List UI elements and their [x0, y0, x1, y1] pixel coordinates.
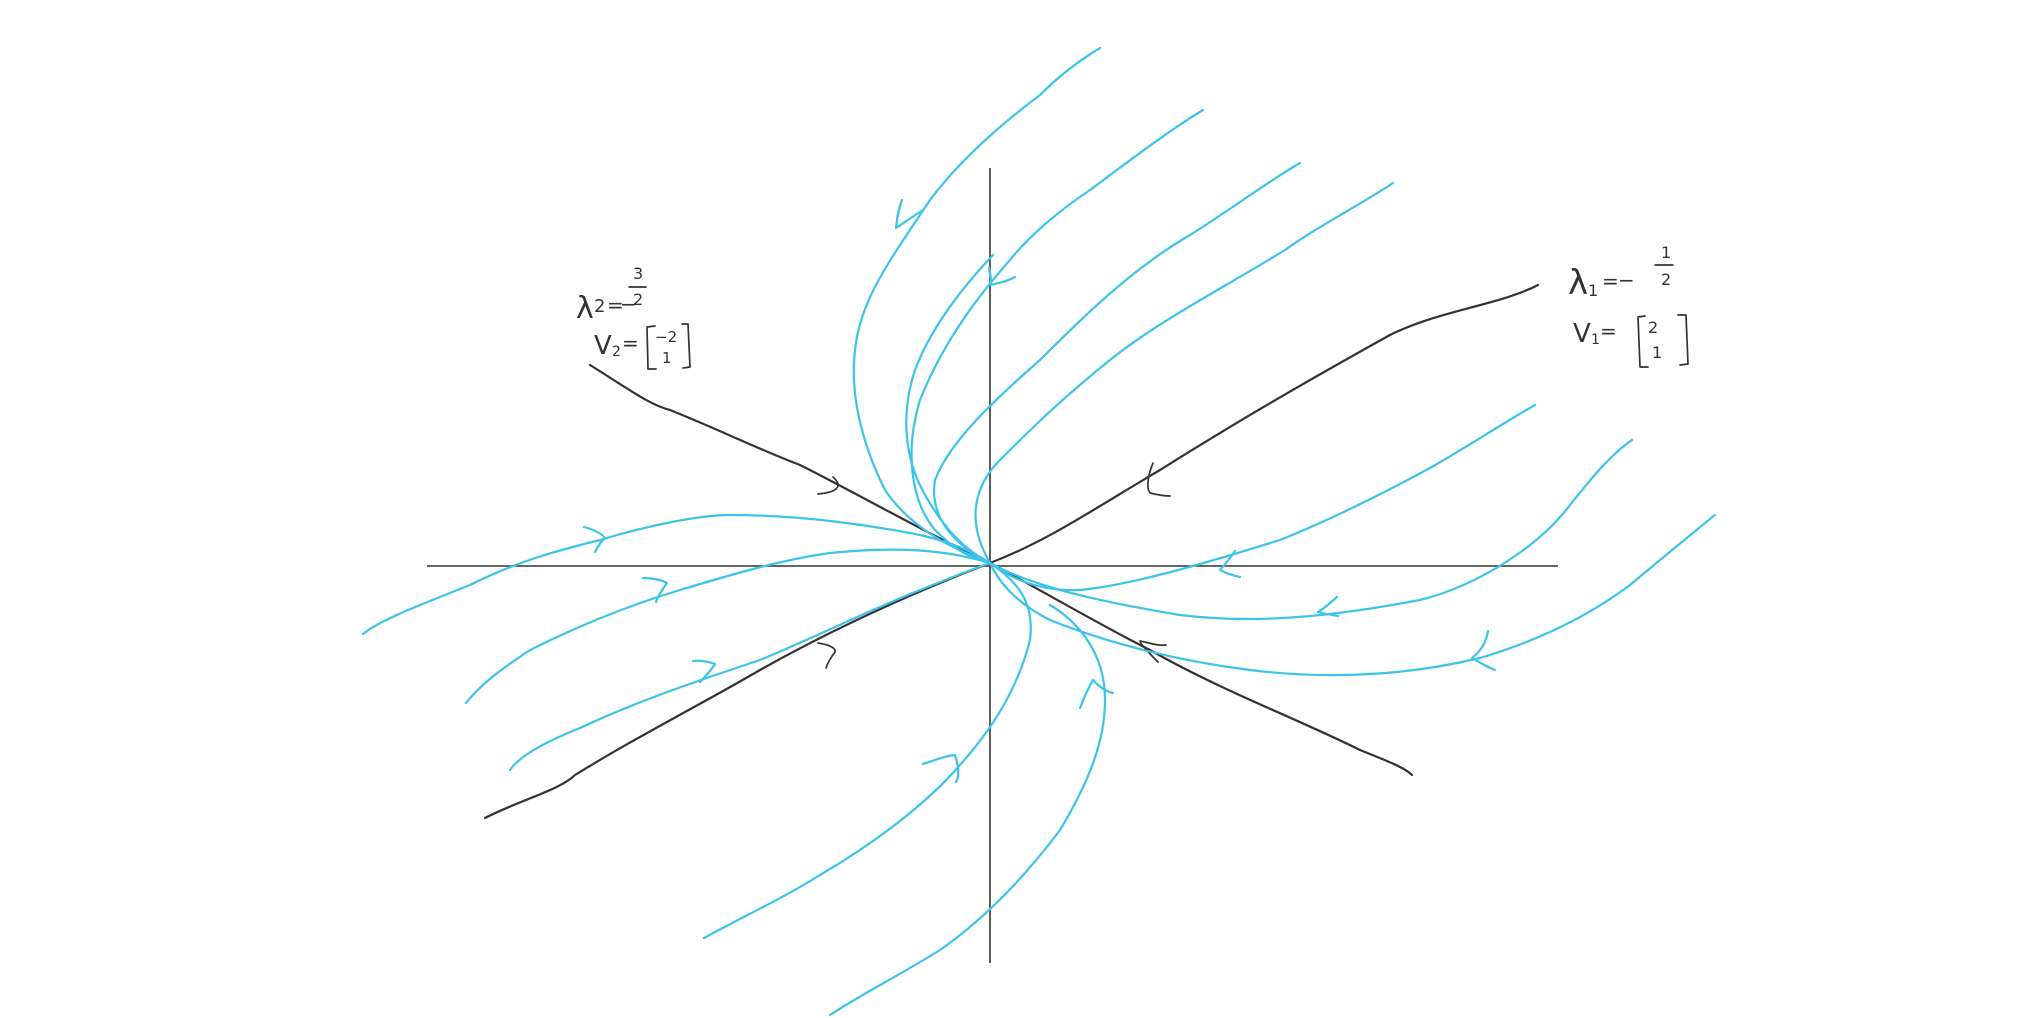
- lambda1-index: 1: [1588, 281, 1598, 300]
- arrow-v2-upper: [817, 476, 839, 495]
- arrow-top-1: [894, 198, 925, 230]
- trajectory-right-3: [988, 513, 1717, 677]
- trajectory-bottom-2: [828, 603, 1107, 1017]
- arrow-left-2: [641, 576, 669, 604]
- eigen-annotation-one: λ 1 = − 1 2 V 1 = 2 1: [1568, 243, 1689, 368]
- vector1-top: 2: [1648, 318, 1658, 337]
- arrow-v2-lower: [1139, 640, 1167, 663]
- arrow-v1-upper: [1147, 462, 1171, 497]
- eigenvector-lines: [483, 283, 1540, 820]
- trajectory-top-short: [905, 253, 995, 565]
- lambda1-sign: −: [1618, 268, 1635, 292]
- vector1-bracket-right: [1677, 314, 1689, 366]
- lambda1-num: 1: [1661, 243, 1671, 262]
- arrow-v1-lower: [817, 642, 836, 669]
- lambda2-index: 2: [594, 296, 605, 317]
- arrow-bottom-1: [921, 753, 960, 784]
- lambda2-eq: =: [607, 293, 624, 317]
- trajectory-left-2: [464, 548, 992, 705]
- arrow-top-short: [987, 266, 1017, 287]
- arrow-right-3: [1470, 629, 1497, 672]
- vector2-prefix: V: [594, 331, 612, 361]
- arrow-left-1: [582, 525, 607, 554]
- arrow-left-3: [691, 659, 717, 684]
- lambda2-sign: −: [620, 292, 637, 316]
- arrow-right-2: [1316, 595, 1340, 618]
- vector1-bracket-left: [1637, 315, 1649, 368]
- lambda1-eq: =: [1602, 269, 1619, 293]
- trajectory-top-1: [852, 46, 1102, 562]
- vector2-top: −2: [655, 328, 677, 346]
- vector2-bracket-left: [646, 325, 657, 370]
- vector2-bracket-right: [681, 323, 691, 369]
- vector1-eq: =: [1600, 319, 1617, 343]
- eigen-annotation-two: λ 2 = − 3 2 V 2 = −2 1: [576, 264, 691, 370]
- vector1-index: 1: [1591, 332, 1600, 348]
- trajectory-top-3: [933, 161, 1302, 565]
- lambda1-prefix: λ: [1568, 263, 1588, 303]
- arrow-bottom-2: [1078, 678, 1115, 710]
- vector1-prefix: V: [1573, 319, 1591, 349]
- vector1-bottom: 1: [1652, 343, 1662, 362]
- trajectory-left-3: [508, 561, 992, 772]
- lambda1-den: 2: [1661, 270, 1671, 289]
- lambda2-prefix: λ: [576, 291, 594, 326]
- vector2-eq: =: [622, 331, 639, 355]
- lambda2-num: 3: [633, 264, 643, 283]
- arrow-right-1: [1218, 549, 1242, 579]
- trajectory-right-1: [988, 403, 1537, 592]
- eigenline-v1: [483, 283, 1540, 820]
- trajectory-left-1: [361, 513, 992, 636]
- trajectory-bottom-1: [702, 561, 1032, 940]
- trajectory-top-2: [910, 108, 1205, 565]
- vector2-index: 2: [612, 344, 621, 360]
- lambda2-den: 2: [633, 290, 643, 309]
- trajectories: [361, 46, 1717, 1017]
- vector2-bottom: 1: [662, 349, 672, 367]
- trajectory-top-4: [974, 181, 1395, 565]
- trajectory-right-2: [988, 438, 1634, 621]
